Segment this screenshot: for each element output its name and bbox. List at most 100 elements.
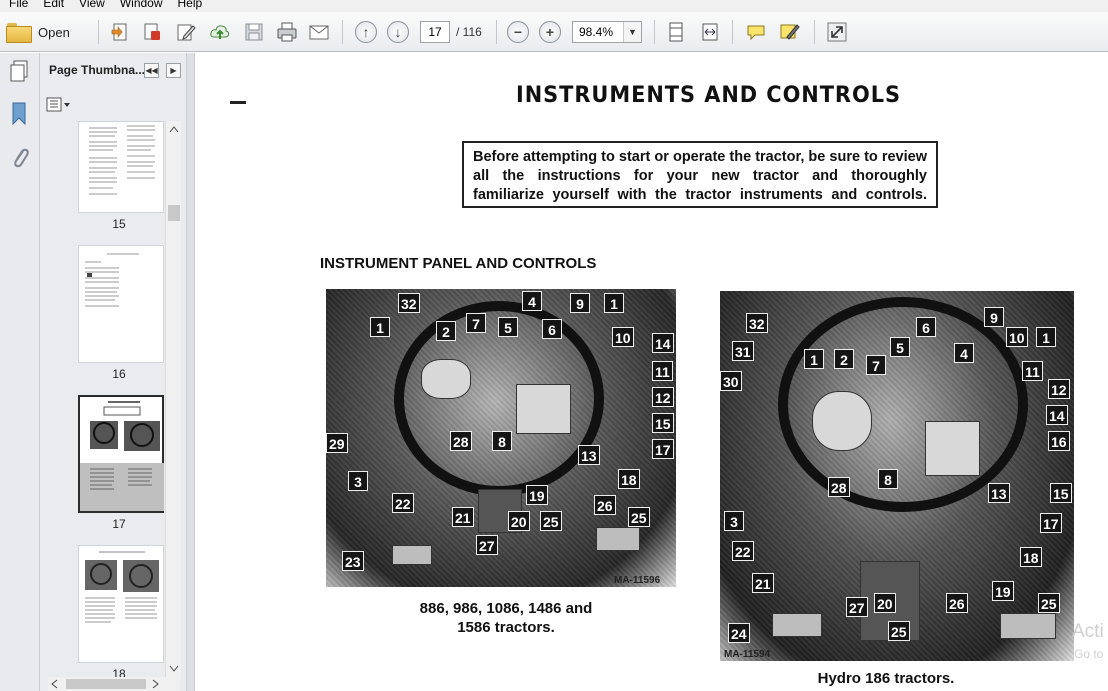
callout-label: 32: [398, 293, 420, 313]
callout-label: 4: [954, 343, 974, 363]
envelope-icon: [309, 25, 329, 40]
callout-label: 21: [452, 507, 474, 527]
fit-width-icon: [702, 23, 718, 41]
callout-label: 1: [1036, 327, 1056, 347]
email-button[interactable]: [306, 20, 332, 44]
chevron-up-icon[interactable]: [169, 125, 179, 133]
callout-label: 28: [828, 477, 850, 497]
edit-pdf-button[interactable]: [174, 20, 198, 44]
callout-label: 22: [732, 541, 754, 561]
section-heading: INSTRUMENT PANEL AND CONTROLS: [320, 255, 597, 272]
callout-label: 25: [888, 621, 910, 641]
menu-help[interactable]: Help: [177, 0, 203, 10]
page-thumbnails-icon[interactable]: [8, 59, 32, 83]
figure-reference: MA-11594: [724, 649, 771, 660]
toolbar-separator: [496, 20, 497, 44]
previous-page-button[interactable]: ↑: [354, 20, 378, 44]
callout-label: 11: [652, 361, 673, 381]
thumbnail-image: [85, 551, 159, 623]
folder-icon: [6, 23, 32, 43]
thumbnail-page-number: 16: [112, 367, 126, 381]
fit-page-icon: [669, 22, 683, 42]
fit-width-button[interactable]: [698, 20, 722, 44]
zoom-select[interactable]: 98.4% ▼: [572, 21, 642, 43]
thumbnails-title: Page Thumbna...: [49, 63, 146, 77]
callout-label: 2: [834, 349, 854, 369]
thumbnail-page-18[interactable]: [78, 545, 164, 663]
document-view[interactable]: INSTRUMENTS AND CONTROLS Before attempti…: [196, 53, 1108, 691]
edit-pen-icon: [177, 24, 196, 41]
full-screen-button[interactable]: [824, 20, 850, 44]
speech-bubble-icon: [747, 25, 765, 41]
chevron-right-icon[interactable]: ▶: [166, 63, 181, 78]
page-total: / 116: [456, 25, 482, 39]
comment-button[interactable]: [744, 20, 768, 44]
callout-label: 16: [1048, 431, 1070, 451]
thumbnail-page-16[interactable]: [78, 245, 164, 363]
chevron-right-icon[interactable]: [152, 679, 160, 689]
menu-edit[interactable]: Edit: [43, 0, 65, 10]
menu-file[interactable]: File: [9, 0, 29, 10]
thumbnail-vertical-scrollbar[interactable]: [165, 121, 181, 679]
collapse-left-icon[interactable]: ◀◀: [144, 63, 159, 78]
fit-page-button[interactable]: [664, 20, 688, 44]
callout-label: 5: [890, 337, 910, 357]
page-mark: [230, 101, 246, 104]
safety-note-box: Before attempting to start or operate th…: [462, 141, 938, 208]
minus-icon: −: [507, 21, 529, 43]
callout-label: 14: [652, 333, 674, 353]
next-page-button[interactable]: ↓: [386, 20, 410, 44]
paperclip-icon[interactable]: [9, 145, 31, 171]
callout-label: 7: [466, 313, 486, 333]
zoom-in-button[interactable]: +: [538, 20, 562, 44]
create-pdf-button[interactable]: [108, 20, 132, 44]
thumbnail-page-17-selected[interactable]: [78, 395, 164, 513]
callout-label: 9: [570, 293, 590, 313]
highlight-button[interactable]: [776, 20, 802, 44]
callout-label: 12: [652, 387, 674, 407]
chevron-down-icon[interactable]: [169, 665, 179, 673]
toolbar-separator: [654, 20, 655, 44]
callout-label: 29: [326, 433, 348, 453]
combine-pdf-button[interactable]: [140, 20, 164, 44]
callout-label: 18: [618, 469, 640, 489]
thumbnail-page-number: 17: [112, 517, 126, 531]
printer-icon: [277, 22, 297, 42]
toolbar-separator: [342, 20, 343, 44]
page-title: INSTRUMENTS AND CONTROLS: [516, 83, 901, 108]
chevron-left-icon[interactable]: [50, 679, 58, 689]
toolbar-separator: [814, 20, 815, 44]
zoom-out-button[interactable]: −: [506, 20, 530, 44]
thumbnail-options-button[interactable]: [46, 97, 72, 113]
callout-label: 31: [732, 341, 754, 361]
caption-line: 1586 tractors.: [457, 619, 555, 636]
activation-watermark: Acti: [1072, 621, 1104, 642]
callout-label: 25: [628, 507, 650, 527]
highlighter-pen-icon: [780, 24, 800, 40]
thumbnail-horizontal-scrollbar[interactable]: [48, 677, 180, 691]
panel-splitter[interactable]: [186, 53, 195, 691]
scrollbar-thumb[interactable]: [168, 205, 180, 221]
open-label: Open: [38, 24, 70, 40]
bookmark-icon[interactable]: [9, 101, 31, 127]
zoom-value: 98.4%: [579, 25, 614, 39]
floppy-disk-icon: [245, 23, 263, 41]
upload-button[interactable]: [206, 20, 234, 44]
scrollbar-thumb[interactable]: [66, 679, 146, 689]
callout-label: 10: [1006, 327, 1028, 347]
menu-window[interactable]: Window: [119, 0, 163, 10]
callout-label: 5: [498, 317, 518, 337]
callout-label: 17: [1040, 513, 1062, 533]
callout-label: 1: [370, 317, 390, 337]
page-number-input[interactable]: 17: [420, 21, 450, 43]
callout-label: 15: [1050, 483, 1072, 503]
open-button[interactable]: Open: [6, 20, 86, 44]
callout-label: 15: [652, 413, 674, 433]
thumbnail-page-15[interactable]: [78, 121, 164, 213]
menu-view[interactable]: View: [79, 0, 105, 10]
save-button[interactable]: [242, 20, 266, 44]
callout-label: 24: [728, 623, 750, 643]
cloud-upload-icon: [210, 25, 230, 39]
thumbnails-header: Page Thumbna... ◀◀ ▶: [40, 53, 186, 89]
print-button[interactable]: [274, 20, 300, 44]
